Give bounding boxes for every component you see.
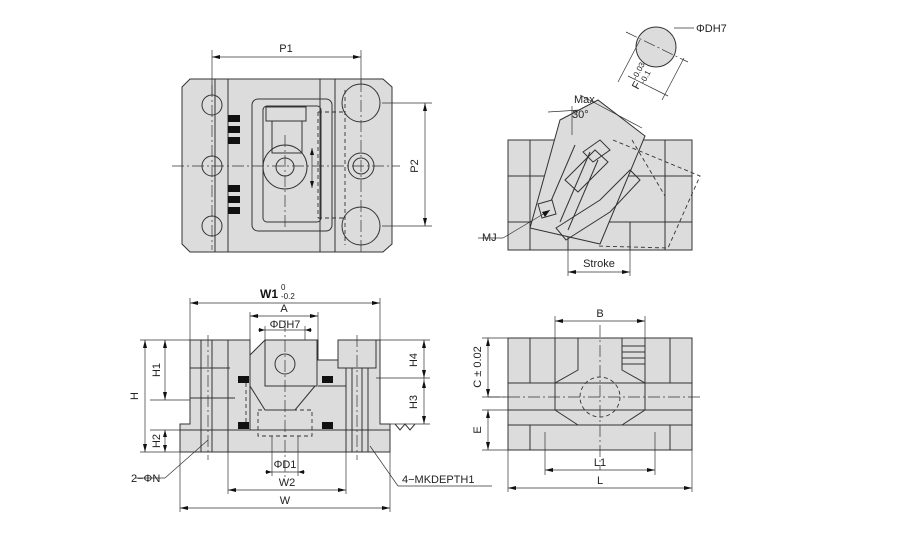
l-label: L [597, 475, 603, 487]
p2-label: P2 [409, 159, 421, 172]
a-label: A [280, 303, 288, 315]
w1-tol-upper: 0 [281, 283, 286, 292]
stroke-label: Stroke [583, 258, 615, 270]
c-label: C ± 0.02 [472, 346, 484, 388]
h2-label: H2 [151, 434, 163, 448]
angle-label: 30° [572, 109, 589, 121]
h-label: H [129, 392, 141, 400]
h1-label: H1 [151, 363, 163, 377]
f-label: F [630, 80, 644, 92]
b-label: B [596, 308, 603, 320]
end-view: B C ± 0.02 E L1 L [472, 308, 702, 492]
w1-tol-lower: -0.2 [281, 292, 295, 301]
dh7-top-label: ΦDH7 [696, 23, 727, 35]
pin-circle [635, 26, 677, 68]
p1-label: P1 [279, 43, 292, 55]
top-view-body [181, 78, 393, 253]
w-label: W [280, 495, 291, 507]
mk-label: 4−MKDEPTH1 [402, 474, 474, 486]
front-view: W1 0 -0.2 A ΦDH7 H H1 H2 [129, 283, 492, 512]
top-view: P1 P2 [172, 43, 432, 253]
dh7-front-label: ΦDH7 [270, 319, 301, 331]
w2-label: W2 [279, 477, 296, 489]
l1-label: L1 [594, 457, 606, 469]
w1-label: W1 [260, 287, 278, 301]
h3-label: H3 [408, 395, 420, 409]
max-label: Max [574, 94, 595, 106]
e-label: E [472, 426, 484, 433]
n-label: 2−ΦN [131, 473, 160, 485]
side-view: Max 30° ΦDH7 F -0.03 -0.1 MJ Stroke [478, 23, 727, 276]
mj-label: MJ [482, 232, 497, 244]
d1-label: ΦD1 [274, 459, 297, 471]
h4-label: H4 [408, 353, 420, 367]
